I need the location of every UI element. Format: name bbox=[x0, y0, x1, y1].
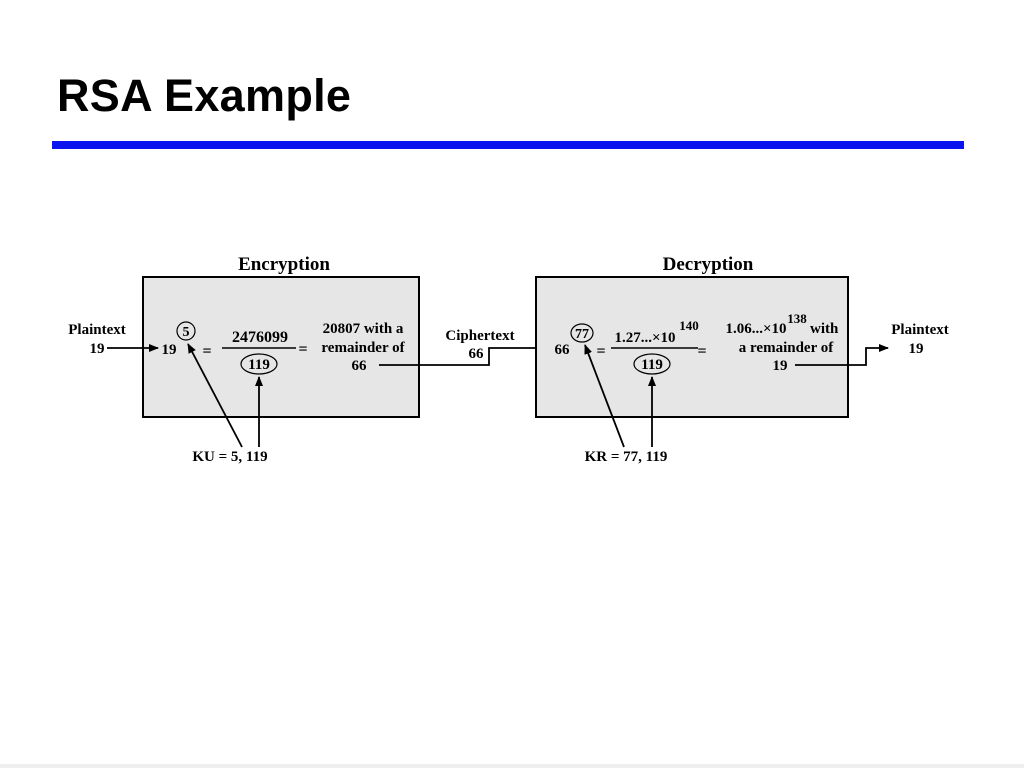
decryption-numerator-exponent: 140 bbox=[679, 318, 699, 333]
decryption-exponent: 77 bbox=[575, 327, 589, 342]
decryption-result-line-3: 19 bbox=[773, 358, 788, 374]
decryption-result-line-2: a remainder of bbox=[739, 340, 834, 356]
ciphertext-label: Ciphertext bbox=[445, 328, 514, 344]
decryption-heading: Decryption bbox=[663, 254, 754, 275]
title-underline bbox=[52, 141, 964, 149]
encryption-result-line-3: 66 bbox=[352, 358, 368, 374]
encryption-result-line-2: remainder of bbox=[321, 340, 405, 356]
slide-footer-band bbox=[0, 764, 1024, 768]
encryption-heading: Encryption bbox=[238, 254, 330, 275]
public-key-label: KU = 5, 119 bbox=[192, 449, 267, 465]
decryption-equals-1: = bbox=[596, 343, 605, 360]
ciphertext-value: 66 bbox=[469, 346, 485, 362]
encryption-base: 19 bbox=[162, 342, 177, 358]
decryption-numerator: 1.27...×10 bbox=[614, 330, 675, 346]
encryption-equals-1: = bbox=[202, 343, 211, 360]
decryption-base: 66 bbox=[555, 342, 571, 358]
decryption-result-mantissa: 1.06...×10 bbox=[725, 321, 786, 337]
encryption-modulus-circle bbox=[240, 353, 278, 375]
private-exponent-circle bbox=[570, 323, 594, 343]
decryption-result-exponent: 138 bbox=[787, 311, 807, 326]
plaintext-output-label: Plaintext bbox=[891, 322, 949, 338]
slide-title: RSA Example bbox=[57, 70, 352, 121]
decryption-result-with: with bbox=[810, 321, 839, 337]
encryption-result-line-1: 20807 with a bbox=[323, 321, 404, 337]
encryption-exponent: 5 bbox=[183, 325, 190, 340]
plaintext-output-arrow bbox=[795, 344, 889, 366]
public-exponent-circle bbox=[176, 321, 196, 341]
ciphertext-arrow bbox=[379, 344, 547, 366]
plaintext-input-value: 19 bbox=[90, 341, 105, 357]
encryption-denominator: 119 bbox=[248, 357, 270, 373]
encryption-equals-2: = bbox=[298, 341, 307, 358]
ku-exponent-arrow bbox=[187, 343, 243, 448]
decryption-denominator: 119 bbox=[641, 357, 663, 373]
decryption-modulus-circle bbox=[633, 353, 671, 375]
plaintext-input-label: Plaintext bbox=[68, 322, 126, 338]
decryption-equals-2: = bbox=[697, 343, 706, 360]
encryption-numerator: 2476099 bbox=[232, 329, 288, 346]
private-key-label: KR = 77, 119 bbox=[585, 449, 668, 465]
plaintext-output-value: 19 bbox=[909, 341, 924, 357]
kr-exponent-arrow bbox=[584, 344, 625, 448]
